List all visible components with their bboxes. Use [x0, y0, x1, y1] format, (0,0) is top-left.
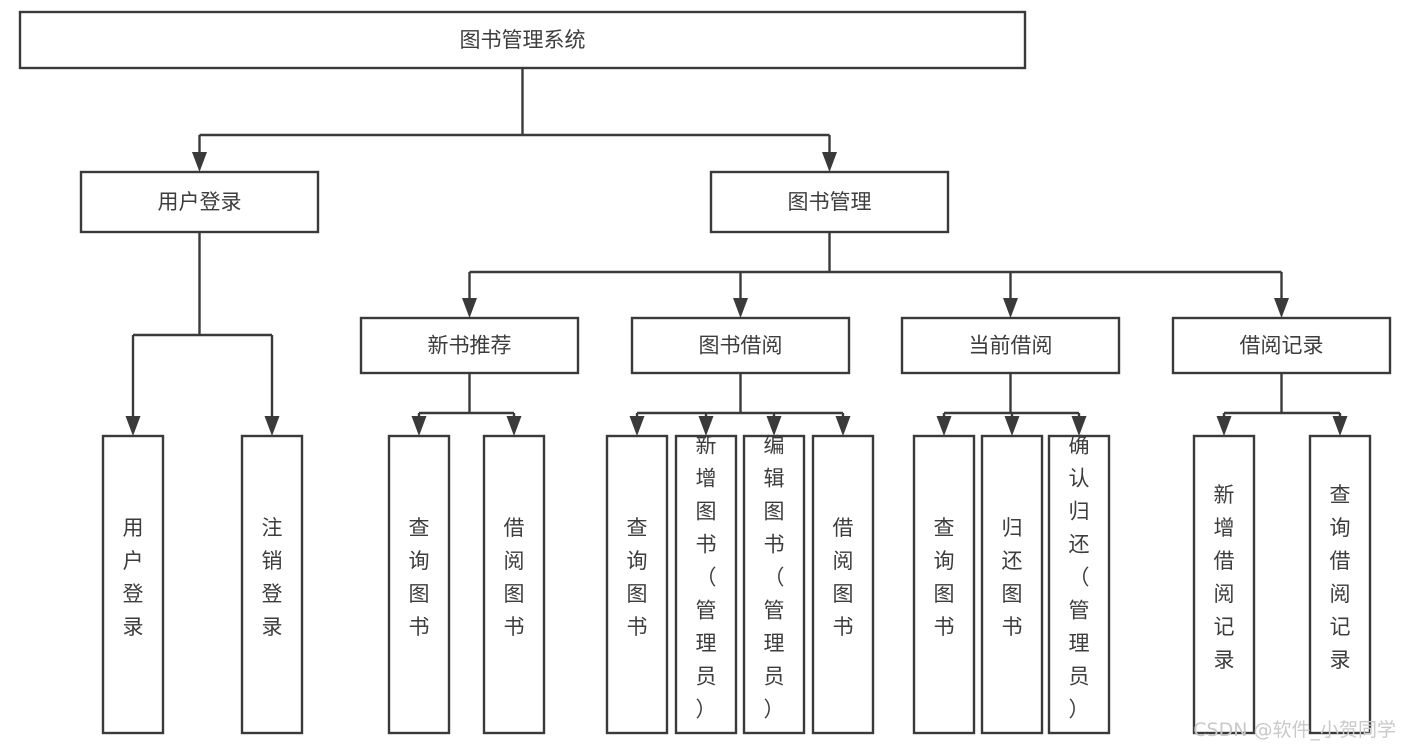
arrow-head-icon — [1332, 416, 1348, 436]
arrow-head-icon — [264, 416, 280, 436]
arrow-head-icon — [411, 416, 427, 436]
node-box-rect — [912, 434, 976, 735]
node-label: 借阅图书 — [833, 516, 854, 639]
node-new-book-recommend[interactable]: 新书推荐 — [359, 316, 580, 375]
node-leaf-confirm-return-admin[interactable]: 确认归还（管理员） — [1047, 434, 1111, 735]
node-book-borrow[interactable]: 图书借阅 — [630, 316, 851, 375]
arrow-head-icon — [766, 416, 782, 436]
node-current-borrow[interactable]: 当前借阅 — [900, 316, 1121, 375]
node-label: 图书借阅 — [699, 334, 783, 358]
node-box-rect — [709, 170, 950, 234]
node-leaf-borrow-book-rec[interactable]: 借阅图书 — [482, 434, 546, 735]
node-box-rect — [811, 434, 875, 735]
node-label: 用户登录 — [158, 190, 242, 214]
node-label: 用户登录 — [123, 516, 144, 639]
node-box-rect — [1308, 434, 1372, 735]
node-box-rect — [605, 434, 669, 735]
node-label: 查询图书 — [934, 516, 955, 639]
node-leaf-add-borrow-record[interactable]: 新增借阅记录 — [1192, 434, 1256, 735]
node-label: 借阅记录 — [1240, 334, 1324, 358]
node-leaf-query-book-cur[interactable]: 查询图书 — [912, 434, 976, 735]
connector-edges — [125, 68, 1348, 436]
arrow-head-icon — [1004, 416, 1020, 436]
node-leaf-user-login[interactable]: 用户登录 — [101, 434, 165, 735]
arrow-head-icon — [733, 298, 748, 318]
arrow-head-icon — [125, 416, 141, 436]
node-label: 图书管理系统 — [460, 28, 586, 52]
node-box-rect — [482, 434, 546, 735]
arrow-head-icon — [462, 298, 477, 318]
node-label: 查询借阅记录 — [1330, 483, 1351, 672]
node-box-rect — [18, 10, 1027, 70]
node-book-management[interactable]: 图书管理 — [709, 170, 950, 234]
arrow-head-icon — [1003, 298, 1018, 318]
node-label: 当前借阅 — [969, 334, 1053, 358]
arrow-head-icon — [822, 152, 837, 172]
arrow-head-icon — [629, 416, 645, 436]
node-leaf-query-book-rec[interactable]: 查询图书 — [387, 434, 451, 735]
node-box-rect — [630, 316, 851, 375]
node-leaf-borrow-book[interactable]: 借阅图书 — [811, 434, 875, 735]
node-leaf-add-book-admin[interactable]: 新增图书（管理员） — [674, 434, 738, 735]
arrow-head-icon — [1216, 416, 1232, 436]
arrow-head-icon — [698, 416, 714, 436]
node-label: 借阅图书 — [504, 516, 525, 639]
node-box-rect — [240, 434, 304, 735]
node-label: 新增借阅记录 — [1214, 483, 1235, 672]
node-box-rect — [101, 434, 165, 735]
node-leaf-query-book[interactable]: 查询图书 — [605, 434, 669, 735]
node-label: 注销登录 — [262, 516, 283, 639]
node-box-rect — [1171, 316, 1392, 375]
csdn-watermark: CSDN @软件_小贺同学 — [1193, 719, 1396, 741]
node-leaf-edit-book-admin[interactable]: 编辑图书（管理员） — [742, 434, 806, 735]
node-label: 查询图书 — [627, 516, 648, 639]
node-box-rect — [1047, 434, 1111, 735]
node-leaf-return-book[interactable]: 归还图书 — [980, 434, 1044, 735]
node-boxes: 图书管理系统用户登录图书管理新书推荐图书借阅当前借阅借阅记录用户登录注销登录查询… — [18, 10, 1392, 735]
node-leaf-query-borrow-record[interactable]: 查询借阅记录 — [1308, 434, 1372, 735]
node-box-rect — [742, 434, 806, 735]
node-label: 查询图书 — [409, 516, 430, 639]
node-box-rect — [674, 434, 738, 735]
node-leaf-logout[interactable]: 注销登录 — [240, 434, 304, 735]
node-label: 图书管理 — [788, 190, 872, 214]
node-label: 新增图书（管理员） — [696, 434, 717, 722]
node-label: 编辑图书（管理员） — [764, 434, 785, 722]
node-box-rect — [980, 434, 1044, 735]
node-label: 确认归还（管理员） — [1069, 434, 1090, 722]
arrow-head-icon — [1071, 416, 1087, 436]
node-box-rect — [359, 316, 580, 375]
node-label: 归还图书 — [1002, 516, 1023, 639]
node-box-rect — [79, 170, 320, 234]
arrow-head-icon — [1274, 298, 1289, 318]
node-box-rect — [387, 434, 451, 735]
arrow-head-icon — [506, 416, 522, 436]
node-box-rect — [900, 316, 1121, 375]
node-title[interactable]: 图书管理系统 — [18, 10, 1027, 70]
arrow-head-icon — [192, 152, 207, 172]
node-label: 新书推荐 — [428, 334, 512, 358]
arrow-head-icon — [936, 416, 952, 436]
node-borrow-record[interactable]: 借阅记录 — [1171, 316, 1392, 375]
node-box-rect — [1192, 434, 1256, 735]
node-user-login[interactable]: 用户登录 — [79, 170, 320, 234]
arrow-head-icon — [835, 416, 851, 436]
